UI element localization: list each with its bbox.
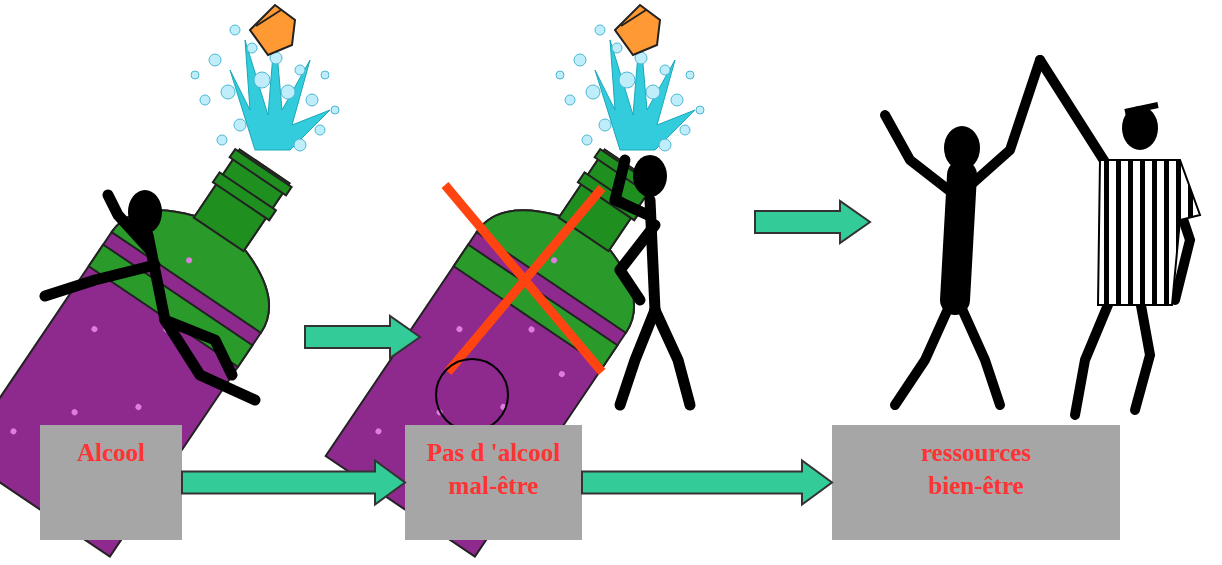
figure-head: [128, 190, 162, 234]
box-label: bien-être: [832, 469, 1120, 502]
bottle-illustration: [326, 5, 704, 557]
figure-head: [944, 126, 980, 170]
process-box: ressourcesbien-être: [832, 425, 1120, 540]
box-label: ressources: [832, 436, 1120, 469]
figure-head: [633, 155, 667, 197]
block-arrow: [582, 461, 832, 505]
cross-mark: [445, 185, 602, 372]
progress-arrow: [305, 316, 420, 358]
progress-arrow: [755, 201, 870, 243]
box-label: mal-être: [405, 469, 582, 502]
box-label: Pas d 'alcool: [405, 436, 582, 469]
ball-and-chain: [436, 359, 508, 431]
box-label: Alcool: [40, 436, 182, 469]
process-box: Alcool: [40, 425, 182, 540]
striped-figure: [1040, 60, 1200, 415]
process-box: Pas d 'alcoolmal-être: [405, 425, 582, 540]
bottle-illustration: [0, 5, 339, 557]
dancing-figure: [885, 60, 1040, 405]
block-arrow: [182, 461, 405, 505]
